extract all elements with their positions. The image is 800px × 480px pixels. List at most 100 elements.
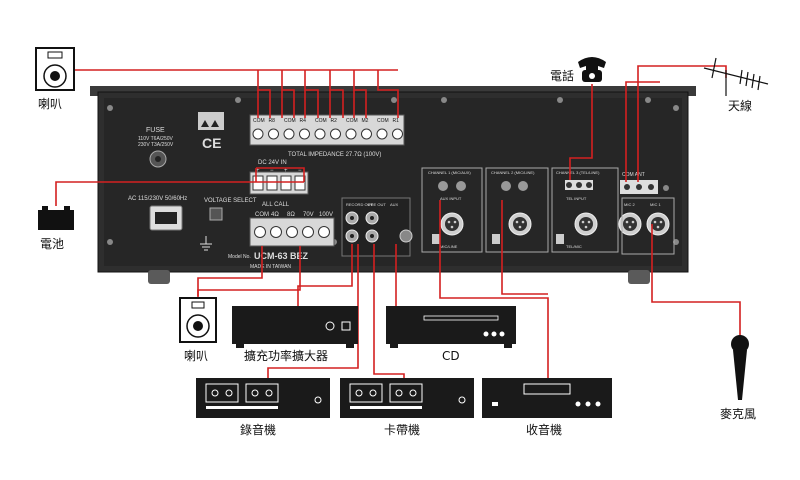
- cassette-label: 卡帶機: [384, 422, 420, 437]
- rca-label: PRE OUT: [368, 202, 386, 207]
- telephone: 電話: [550, 57, 606, 83]
- tape-recorder: 錄音機: [196, 378, 330, 437]
- svg-text:Model No.: Model No.: [228, 254, 251, 260]
- ce-mark: CE: [202, 135, 221, 151]
- booster-amplifier: 擴充功率擴大器: [232, 306, 358, 363]
- speaker-terminal-screw[interactable]: [345, 128, 357, 140]
- foot-left: [148, 270, 170, 284]
- cd-label: CD: [442, 349, 460, 363]
- model-number: UCM-63 BEZ: [254, 251, 309, 261]
- speaker-top-label: 喇叭: [38, 96, 62, 111]
- dc-terminal-polarity: +: [284, 168, 288, 174]
- ac-power: AC 115/230V 50/60Hz VOLTAGE SELECT: [128, 196, 257, 251]
- svg-text:AC 115/230V 50/60Hz: AC 115/230V 50/60Hz: [128, 196, 187, 202]
- aux-jack[interactable]: [399, 229, 413, 243]
- channel-blocks: CHANNEL 1 (MIC/AUX) CHANNEL 2 (MIC/LINE)…: [421, 167, 670, 253]
- rca-label: RECORD OUT: [346, 202, 373, 207]
- speaker-terminal-screw[interactable]: [314, 128, 326, 140]
- foot-right: [628, 270, 650, 284]
- rca-label: AUX: [390, 202, 399, 207]
- output-terminal-label: 70V: [303, 212, 314, 218]
- dc-terminal[interactable]: [294, 175, 306, 191]
- dc-terminal-polarity: −: [270, 168, 274, 174]
- mic-inputs: MIC 2 MIC 1: [621, 197, 675, 255]
- svg-text:MIC 1: MIC 1: [650, 202, 661, 207]
- output-terminal-label: 8Ω: [287, 212, 295, 218]
- speaker-terminal-screw[interactable]: [283, 128, 295, 140]
- mic-line-switch-2[interactable]: [492, 234, 500, 244]
- svg-text:110V T6A/250V: 110V T6A/250V: [138, 136, 174, 142]
- speaker-terminal-label: R8: [269, 118, 276, 124]
- svg-text:230V T3A/250V: 230V T3A/250V: [138, 142, 174, 148]
- output-terminal-label: 4Ω: [271, 212, 279, 218]
- output-terminal-label: 100V: [319, 212, 333, 218]
- mic-line-switch-1[interactable]: [432, 234, 440, 244]
- output-terminal-screw[interactable]: [270, 226, 282, 238]
- phone-label: 電話: [550, 68, 574, 83]
- antenna-terminals: COM ANT: [620, 172, 658, 194]
- dc-terminal-polarity: +: [256, 168, 260, 174]
- speaker-terminal-screw[interactable]: [268, 128, 279, 140]
- svg-text:MIC/LINE: MIC/LINE: [440, 244, 458, 249]
- ground-icon: [200, 236, 212, 251]
- antenna-label: 天線: [728, 98, 752, 113]
- svg-text:TEL INPUT: TEL INPUT: [566, 196, 587, 201]
- voltage-select-switch[interactable]: [209, 207, 223, 221]
- dc-terminal[interactable]: [280, 175, 292, 191]
- output-terminal-screw[interactable]: [254, 226, 266, 238]
- recorder-label: 錄音機: [240, 422, 276, 437]
- svg-text:TEL/MIC: TEL/MIC: [566, 244, 582, 249]
- output-terminal-screw[interactable]: [318, 226, 330, 238]
- dc-input-terminals: DC 24V IN + − + −: [249, 160, 309, 195]
- radio-tuner: 收音機: [482, 378, 612, 437]
- output-terminal-screw[interactable]: [302, 226, 314, 238]
- speaker-terminal-screw[interactable]: [330, 128, 341, 140]
- svg-text:MIC 2: MIC 2: [624, 202, 635, 207]
- speaker-terminal-label: R1: [393, 118, 400, 124]
- speaker-terminal-label: M2: [362, 118, 369, 124]
- fuse: FUSE 110V T6A/250V 230V T3A/250V: [138, 127, 174, 168]
- speaker-terminal-label: COM: [377, 118, 389, 124]
- tel-mic-switch[interactable]: [556, 234, 564, 244]
- svg-text:DC 24V IN: DC 24V IN: [258, 160, 287, 166]
- speaker-terminal-label: COM: [253, 118, 265, 124]
- speaker-bottom-label: 喇叭: [184, 348, 208, 363]
- output-terminal-label: COM: [255, 212, 269, 218]
- speaker-terminal-screw[interactable]: [376, 128, 388, 140]
- svg-text:AUX INPUT: AUX INPUT: [440, 196, 462, 201]
- warning-label: [198, 112, 224, 130]
- dc-terminal-polarity: −: [298, 168, 302, 174]
- speaker-terminal-screw[interactable]: [392, 128, 403, 140]
- speaker-terminal-screw[interactable]: [361, 128, 372, 140]
- cassette-deck: 卡帶機: [340, 378, 474, 437]
- microphone: 麥克風: [720, 335, 756, 421]
- battery-label: 電池: [40, 237, 64, 251]
- speaker-terminal-screw[interactable]: [252, 128, 264, 140]
- total-impedance-label: TOTAL IMPEDANCE 27.7Ω (100V): [288, 152, 381, 158]
- cd-player: CD: [386, 306, 516, 363]
- radio-label: 收音機: [526, 422, 562, 437]
- svg-text:ALL CALL: ALL CALL: [262, 202, 290, 208]
- svg-text:CHANNEL 2 (MIC/LINE): CHANNEL 2 (MIC/LINE): [491, 170, 535, 175]
- speaker-bottom: 喇叭: [179, 297, 217, 363]
- antenna: 天線: [703, 57, 769, 113]
- speaker-terminal-label: R4: [300, 118, 307, 124]
- dc-terminal[interactable]: [252, 175, 264, 191]
- speaker-terminal-label: COM: [346, 118, 358, 124]
- speaker-terminal-screw[interactable]: [299, 128, 310, 140]
- booster-amp-label: 擴充功率擴大器: [244, 348, 328, 363]
- output-terminal-screw[interactable]: [286, 226, 298, 238]
- speaker-top: 喇叭: [35, 47, 75, 111]
- svg-text:MADE IN TAIWAN: MADE IN TAIWAN: [250, 264, 291, 270]
- svg-text:CHANNEL 3 (TEL/LINE): CHANNEL 3 (TEL/LINE): [556, 170, 600, 175]
- dc-terminal[interactable]: [266, 175, 278, 191]
- speaker-terminal-label: COM: [315, 118, 327, 124]
- mic-label: 麥克風: [720, 407, 756, 421]
- svg-text:FUSE: FUSE: [146, 127, 165, 134]
- speaker-terminal-label: R2: [331, 118, 338, 124]
- svg-text:COM ANT: COM ANT: [622, 172, 645, 178]
